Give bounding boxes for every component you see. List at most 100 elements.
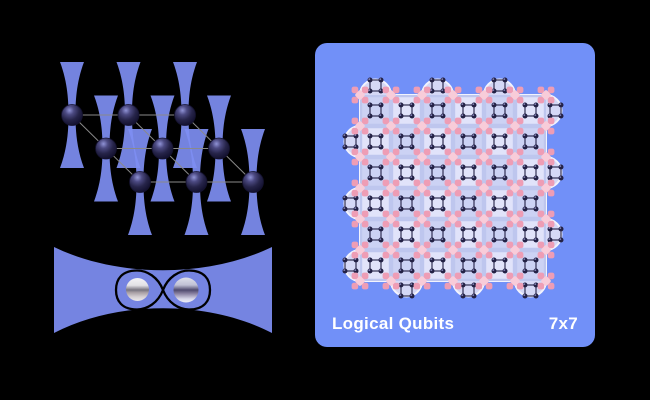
atom-dot [502, 77, 508, 83]
stabilizer-petal [444, 179, 452, 187]
atom-dot-highlight [368, 258, 371, 260]
atom-dot [378, 226, 384, 232]
atom-dot [429, 113, 435, 119]
data-qubit-cluster [491, 102, 508, 119]
atom-dot [502, 268, 508, 274]
cluster-bonds [369, 135, 382, 148]
atom-dot-highlight [503, 269, 506, 271]
data-qubit-cluster [342, 257, 359, 274]
atom-dot [378, 237, 384, 243]
cluster-bonds [431, 197, 444, 210]
atom-dot-highlight [523, 258, 526, 260]
stabilizer-petal [506, 210, 514, 218]
atom-dot [342, 268, 348, 274]
data-qubit-cluster [367, 77, 384, 94]
stabilizer-petal [392, 86, 400, 94]
stabilizer-x-icon [537, 179, 555, 197]
atom [208, 137, 230, 160]
stabilizer-center [479, 121, 489, 131]
atom-dot [491, 237, 497, 243]
stabilizer-petal [485, 210, 493, 218]
stabilizer-petal [423, 282, 431, 290]
atom-dot-highlight [399, 165, 402, 167]
stabilizer-petal [485, 148, 493, 156]
atom-dot-highlight [492, 145, 495, 147]
atom-dot-highlight [472, 269, 475, 271]
atom-dot [522, 257, 528, 263]
cluster-bonds [524, 228, 537, 241]
atom-dot-highlight [354, 145, 357, 147]
atom-dot [378, 195, 384, 201]
atom-dot [533, 113, 539, 119]
atom-dot [440, 144, 446, 150]
atom-dot [398, 133, 404, 139]
panel-footer: Logical Qubits 7x7 [332, 314, 578, 334]
atom-dot [429, 144, 435, 150]
atom-dot-highlight [430, 165, 433, 167]
cluster-bonds [431, 135, 444, 148]
atom-dot-highlight [379, 196, 382, 199]
atom-dot [491, 133, 497, 139]
atom-dot [471, 164, 477, 170]
atom-dot-highlight [461, 145, 464, 147]
stabilizer-petal [392, 179, 400, 187]
atom-dot-highlight [368, 176, 371, 179]
stabilizer-center [479, 245, 489, 255]
stabilizer-x-icon [413, 241, 431, 259]
stabilizer-petal [485, 220, 493, 228]
atom-dot-highlight [354, 207, 357, 210]
atom-dot-highlight [441, 238, 444, 241]
stabilizer-petal [413, 86, 421, 94]
stabilizer-petal [361, 220, 369, 228]
data-qubit-cluster [429, 195, 446, 212]
cluster-bonds [493, 259, 506, 272]
atom-dot [429, 175, 435, 181]
stabilizer-center [479, 90, 489, 100]
atom-dot-highlight [523, 165, 526, 167]
data-qubit-cluster [367, 226, 384, 243]
atom-dot-highlight [523, 227, 526, 230]
stabilizer-petal [516, 158, 524, 166]
atom-dot [522, 144, 528, 150]
stabilizer-petal [361, 96, 369, 104]
stabilizer-petal [475, 117, 483, 125]
atom-dot-highlight [503, 207, 506, 210]
stabilizer-petal [444, 272, 452, 280]
atom-dot [429, 164, 435, 170]
atom-dot [367, 102, 373, 108]
atom-dot [429, 226, 435, 232]
data-qubit-cluster [491, 226, 508, 243]
stabilizer-petal [506, 127, 514, 135]
atom-dot [440, 226, 446, 232]
atom-dot [367, 144, 373, 150]
atom-dot [533, 195, 539, 201]
stabilizer-petal [382, 96, 390, 104]
stabilizer-center [510, 121, 520, 131]
stabilizer-petal [392, 272, 400, 280]
stabilizer-petal [506, 86, 514, 94]
atom-dot-highlight [523, 294, 526, 296]
stabilizer-center [355, 121, 365, 131]
stabilizer-center [479, 214, 489, 224]
atom-dot [502, 133, 508, 139]
atom-dot-highlight [399, 258, 402, 260]
stabilizer-petal [485, 96, 493, 104]
stabilizer-petal [454, 148, 462, 156]
atom-dot-highlight [461, 258, 464, 260]
stabilizer-x-icon [351, 179, 369, 197]
grid-size-label: 7x7 [548, 314, 578, 333]
atom-dot-highlight [441, 78, 444, 80]
atom-dot [378, 164, 384, 170]
stabilizer-petal [392, 127, 400, 135]
stabilizer-petal [506, 251, 514, 259]
atom-dot [460, 293, 466, 299]
atom-dot [378, 133, 384, 139]
stabilizer-x-icon [475, 272, 493, 290]
stabilizer-petal [475, 158, 483, 166]
atom-dot-highlight [399, 114, 402, 116]
cluster-bonds [493, 135, 506, 148]
stabilizer-x-icon [506, 86, 524, 104]
stabilizer-x-icon [475, 241, 493, 259]
atom-dot-highlight [368, 227, 371, 230]
stabilizer-center [510, 183, 520, 193]
